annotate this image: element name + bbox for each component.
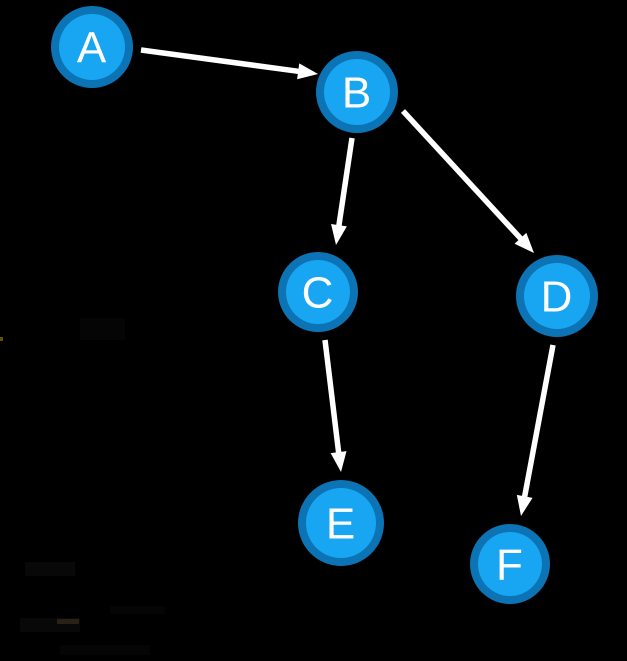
node-label: D: [541, 272, 574, 321]
node-label: C: [302, 268, 335, 317]
graph-node-C[interactable]: C: [278, 252, 358, 332]
edge-D-F: [516, 344, 556, 516]
graph-node-E[interactable]: E: [298, 480, 384, 566]
node-label: B: [342, 68, 372, 117]
node-body: [306, 488, 376, 558]
arrowhead-icon: [514, 232, 534, 253]
graph-node-D[interactable]: D: [516, 255, 598, 337]
node-label: A: [77, 23, 107, 72]
arrowhead-icon: [297, 63, 318, 80]
node-label: E: [326, 499, 356, 548]
node-body: [524, 263, 590, 329]
node-body: [59, 14, 125, 80]
node-body: [478, 532, 542, 596]
node-label: F: [496, 540, 524, 589]
arrowhead-icon: [516, 494, 533, 516]
arrowhead-icon: [331, 224, 347, 245]
edge-B-D: [400, 109, 534, 253]
node-body: [324, 59, 390, 125]
graph-node-F[interactable]: F: [470, 524, 550, 604]
edge-shaft: [521, 344, 556, 499]
edge-B-C: [331, 137, 355, 245]
arrowhead-icon: [330, 451, 347, 472]
edge-C-E: [322, 339, 347, 472]
edge-A-B: [140, 47, 318, 80]
edge-shaft: [140, 47, 301, 75]
edge-shaft: [400, 109, 524, 242]
edge-shaft: [335, 137, 355, 228]
edge-shaft: [322, 339, 342, 455]
graph-node-B[interactable]: B: [316, 51, 398, 133]
graph-node-A[interactable]: A: [51, 6, 133, 88]
node-body: [286, 260, 350, 324]
